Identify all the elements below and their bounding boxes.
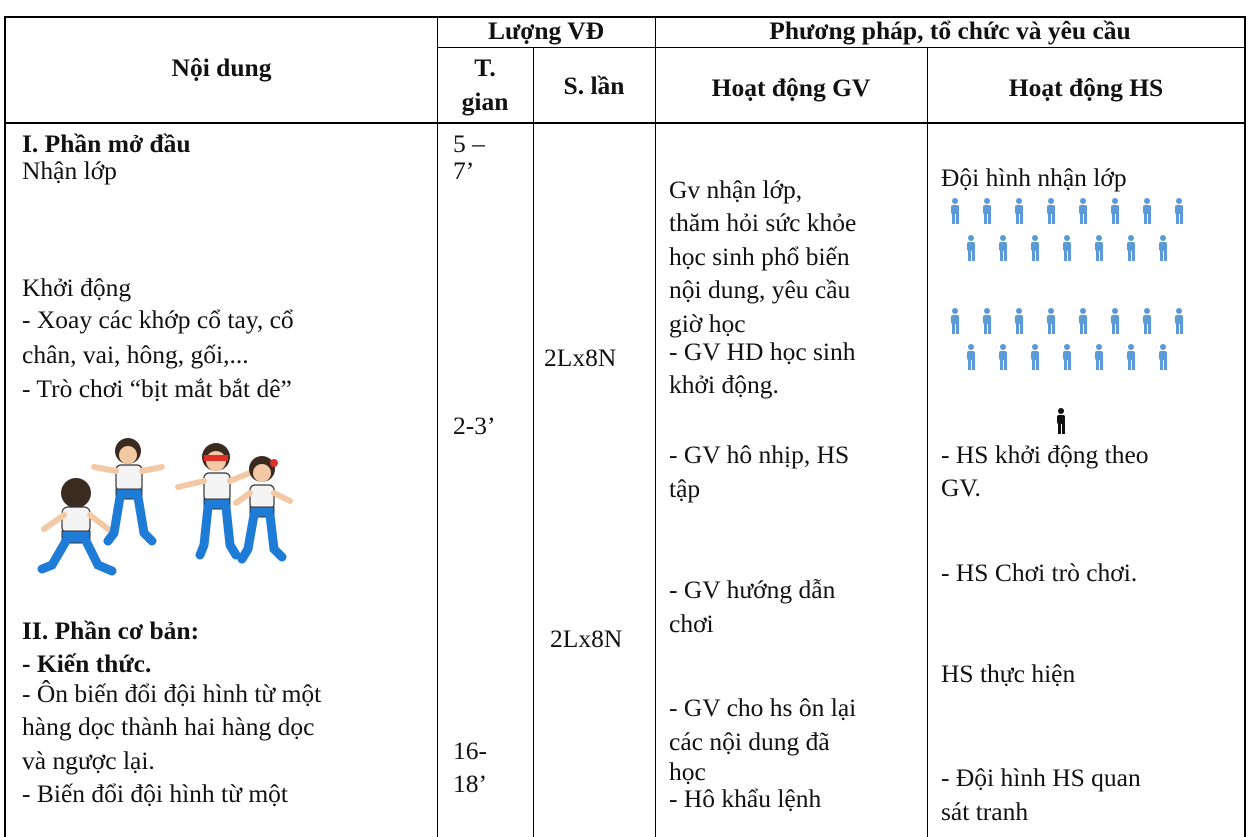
header-phuong-phap: Phương pháp, tổ chức và yêu cầu — [769, 16, 1131, 45]
gv-text-2: thăm hỏi sức khỏe — [669, 208, 857, 237]
student-figure-icon — [950, 308, 960, 334]
header-noi-dung: Nội dung — [171, 53, 272, 82]
student-figure-icon — [1030, 235, 1040, 261]
student-figure-icon — [1046, 308, 1056, 334]
text-on-2: hàng dọc thành hai hàng dọc — [22, 712, 315, 741]
table-left-border — [4, 16, 6, 837]
hs-text-6: - Đội hình HS quan — [941, 763, 1141, 792]
gv-text-11: chơi — [669, 609, 714, 638]
time-2: 2-3’ — [453, 411, 496, 440]
student-figure-icon — [1030, 344, 1040, 370]
student-figure-icon — [1174, 308, 1184, 334]
gv-text-8: - GV hô nhịp, HS — [669, 440, 850, 469]
child-figure-blindfolded — [175, 443, 253, 560]
time-3a: 16- — [453, 736, 487, 765]
text-on-3: và ngược lại. — [22, 746, 155, 775]
text-khoi-dong: Khởi động — [22, 273, 132, 302]
student-figure-icon — [1062, 344, 1072, 370]
time-1b: 7’ — [453, 156, 475, 185]
student-figure-icon — [1014, 308, 1024, 334]
col-divider-4 — [927, 47, 928, 837]
header-bottom-border — [4, 122, 1246, 124]
hs-text-2: - HS khởi động theo — [941, 440, 1149, 469]
gv-text-9: tập — [669, 474, 701, 503]
student-figure-icon — [1142, 198, 1152, 224]
col-divider-2 — [533, 47, 534, 837]
student-figure-icon — [998, 344, 1008, 370]
header-s-lan: S. lần — [563, 71, 625, 100]
student-figure-icon — [998, 235, 1008, 261]
gv-text-7: khởi động. — [669, 370, 779, 399]
student-figure-icon — [982, 308, 992, 334]
col-divider-1 — [437, 16, 438, 837]
student-figure-icon — [1094, 235, 1104, 261]
teacher-figure-icon — [1056, 408, 1066, 434]
student-figure-icon — [1158, 344, 1168, 370]
hs-text-7: sát tranh — [941, 797, 1029, 826]
blindfold-game-illustration — [37, 438, 293, 576]
student-figure-icon — [1110, 308, 1120, 334]
child-figure-1 — [37, 478, 117, 576]
child-figure-4 — [233, 456, 293, 564]
student-figure-icon — [950, 198, 960, 224]
hs-text-4: - HS Chơi trò chơi. — [941, 558, 1138, 587]
student-figure-icon — [1062, 235, 1072, 261]
gv-text-4: nội dung, yêu cầu — [669, 275, 851, 304]
table-top-border — [4, 16, 1246, 18]
text-on-1: - Ôn biến đổi đội hình từ một — [22, 679, 322, 708]
text-xoay-2: chân, vai, hông, gối,... — [22, 340, 249, 369]
text-kien-thuc: - Kiến thức. — [22, 649, 152, 678]
student-figure-icon — [1142, 308, 1152, 334]
time-3b: 18’ — [453, 769, 487, 798]
section-2-title: II. Phần cơ bản: — [22, 616, 200, 645]
student-figure-icon — [966, 344, 976, 370]
gv-text-12: - GV cho hs ôn lại — [669, 693, 857, 722]
text-xoay-1: - Xoay các khớp cổ tay, cổ — [22, 305, 294, 334]
student-figure-icon — [1126, 235, 1136, 261]
student-figure-icon — [1078, 308, 1088, 334]
col-divider-3 — [655, 16, 656, 837]
gv-text-6: - GV HD học sinh — [669, 337, 856, 366]
gv-text-3: học sinh phổ biến — [669, 242, 850, 271]
header-hd-hs: Hoạt động HS — [1008, 73, 1164, 102]
gv-text-15: - Hô khẩu lệnh — [669, 784, 822, 813]
gv-text-10: - GV hướng dẫn — [669, 575, 836, 604]
student-figure-icon — [1078, 198, 1088, 224]
text-tro-choi: - Trò chơi “bịt mắt bắt dê” — [22, 374, 292, 403]
header-hd-gv: Hoạt động GV — [711, 73, 871, 102]
student-figure-icon — [1126, 344, 1136, 370]
gv-text-14: học — [669, 757, 706, 786]
reps-1: 2Lx8N — [544, 343, 617, 372]
text-nhan-lop: Nhận lớp — [22, 156, 117, 185]
header-t-gian-2: gian — [461, 87, 509, 116]
gv-text-13: các nội dung đã — [669, 727, 830, 756]
hs-text-3: GV. — [941, 473, 981, 502]
text-bien-doi: - Biến đổi đội hình từ một — [22, 779, 288, 808]
gv-text-5: giờ học — [669, 309, 746, 338]
student-figure-icon — [1014, 198, 1024, 224]
child-figure-2 — [91, 438, 165, 546]
gv-text-1: Gv nhận lớp, — [669, 175, 803, 204]
section-1-title: I. Phần mở đầu — [22, 129, 191, 158]
time-1a: 5 – — [453, 129, 485, 158]
student-figure-icon — [1174, 198, 1184, 224]
hs-text-5: HS thực hiện — [941, 659, 1076, 688]
student-figure-icon — [1046, 198, 1056, 224]
header-t-gian-1: T. — [474, 53, 496, 82]
student-figure-icon — [1158, 235, 1168, 261]
student-figure-icon — [1110, 198, 1120, 224]
student-figure-icon — [1094, 344, 1104, 370]
student-figure-icon — [966, 235, 976, 261]
reps-2: 2Lx8N — [550, 624, 623, 653]
student-figure-icon — [982, 198, 992, 224]
header-subrow-border — [437, 47, 1246, 48]
hs-text-1: Đội hình nhận lớp — [941, 163, 1127, 192]
table-right-border — [1244, 16, 1246, 837]
header-luong-vd: Lượng VĐ — [487, 16, 605, 45]
